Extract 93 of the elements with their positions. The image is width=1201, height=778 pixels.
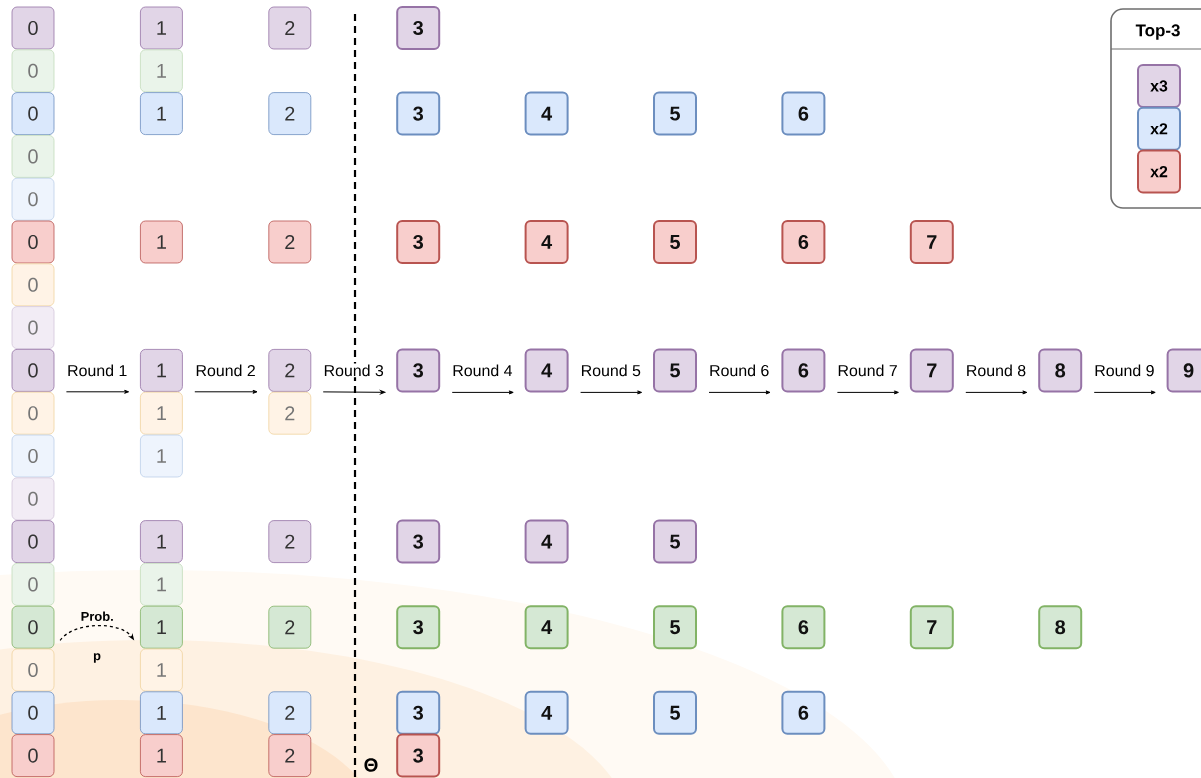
- number-box: 0: [11, 177, 55, 221]
- number-box: 9: [1166, 348, 1201, 393]
- number-box: 0: [11, 563, 55, 606]
- number-box: 1: [140, 563, 183, 606]
- arrow: [194, 389, 258, 394]
- number-box: 6: [781, 605, 826, 650]
- number-box: 0: [11, 220, 55, 264]
- number-box: 8: [1038, 605, 1083, 650]
- number-box: 2: [268, 220, 312, 264]
- number-box: 3: [396, 605, 441, 650]
- arrow: [322, 390, 386, 395]
- threshold-symbol: Θ: [364, 758, 378, 772]
- number-box: 0: [11, 306, 55, 349]
- edge-label: Prob.: [81, 611, 113, 621]
- number-box: 1: [140, 220, 183, 264]
- number-box: 3: [396, 690, 441, 735]
- number-box: 6: [781, 220, 826, 264]
- number-box: 0: [11, 520, 55, 563]
- number-box: 0: [11, 135, 55, 178]
- edge-label: Round 6: [710, 364, 769, 377]
- number-box: 1: [140, 648, 183, 692]
- probability-label: p: [93, 653, 101, 663]
- number-box: 0: [11, 263, 55, 307]
- legend-title: Top-3: [1135, 24, 1180, 40]
- number-box: 1: [140, 520, 183, 563]
- number-box: 5: [653, 91, 697, 136]
- number-box: 1: [140, 349, 183, 392]
- number-box: 1: [140, 391, 183, 435]
- number-box: 7: [909, 220, 954, 264]
- number-box: 5: [653, 605, 697, 650]
- number-box: 2: [268, 734, 312, 777]
- number-box: 3: [396, 91, 441, 136]
- number-box: 0: [11, 349, 55, 392]
- number-box: 0: [11, 391, 55, 435]
- number-box: 1: [140, 434, 183, 478]
- edge-label: Round 4: [453, 364, 513, 377]
- edge-label: Round 2: [196, 364, 255, 377]
- arrow: [708, 390, 771, 395]
- number-box: 4: [524, 690, 569, 735]
- number-box: 0: [11, 734, 55, 777]
- edge-label: Round 7: [838, 364, 897, 377]
- number-box: 4: [524, 220, 569, 264]
- edge-label: Round 5: [582, 364, 641, 377]
- number-box: 0: [11, 691, 55, 735]
- number-box: 1: [140, 691, 183, 735]
- number-box: 0: [11, 477, 55, 521]
- edge-label: Round 3: [324, 364, 384, 377]
- number-box: 1: [140, 92, 183, 135]
- number-box: 3: [396, 519, 441, 564]
- number-box: 0: [11, 6, 55, 50]
- number-box: 1: [140, 605, 183, 649]
- arrow: [1093, 390, 1156, 395]
- number-box: 6: [781, 690, 826, 735]
- number-box: 0: [11, 605, 55, 649]
- number-box: 2: [268, 349, 312, 392]
- edge-label: Round 8: [967, 364, 1026, 377]
- arrow: [65, 389, 130, 394]
- number-box: 5: [653, 519, 697, 564]
- number-box: 3: [396, 6, 441, 50]
- number-box: 5: [653, 348, 697, 393]
- number-box: 2: [268, 92, 312, 135]
- number-box: 7: [909, 605, 954, 650]
- number-box: 3: [396, 220, 441, 264]
- arrow: [451, 390, 514, 395]
- number-box: 1: [140, 49, 183, 93]
- number-box: 2: [268, 391, 312, 435]
- number-box: 0: [11, 92, 55, 135]
- number-box: 4: [524, 91, 569, 136]
- number-box: 3: [396, 348, 441, 393]
- number-box: 2: [268, 605, 312, 649]
- number-box: 4: [524, 519, 569, 564]
- number-box: 0: [11, 49, 55, 93]
- number-box: 1: [140, 6, 183, 50]
- number-box: 8: [1038, 348, 1083, 393]
- number-box: 7: [909, 348, 954, 393]
- number-box: 4: [524, 605, 569, 650]
- number-box: 0: [11, 434, 55, 478]
- number-box: 6: [781, 91, 826, 136]
- number-box: 2: [268, 691, 312, 735]
- number-box: 5: [653, 690, 697, 735]
- number-box: 1: [140, 734, 183, 777]
- edge-label: Round 1: [68, 364, 127, 377]
- arrow: [580, 390, 643, 395]
- number-box: 3: [396, 733, 441, 778]
- edge-label: Round 9: [1095, 364, 1154, 377]
- number-box: 2: [268, 6, 312, 50]
- number-box: 0: [11, 648, 55, 692]
- number-box: 2: [268, 520, 312, 563]
- number-box: 6: [781, 348, 826, 393]
- arrow: [836, 390, 899, 395]
- number-box: 4: [524, 348, 569, 393]
- number-box: 5: [653, 220, 697, 264]
- arrow: [965, 390, 1028, 395]
